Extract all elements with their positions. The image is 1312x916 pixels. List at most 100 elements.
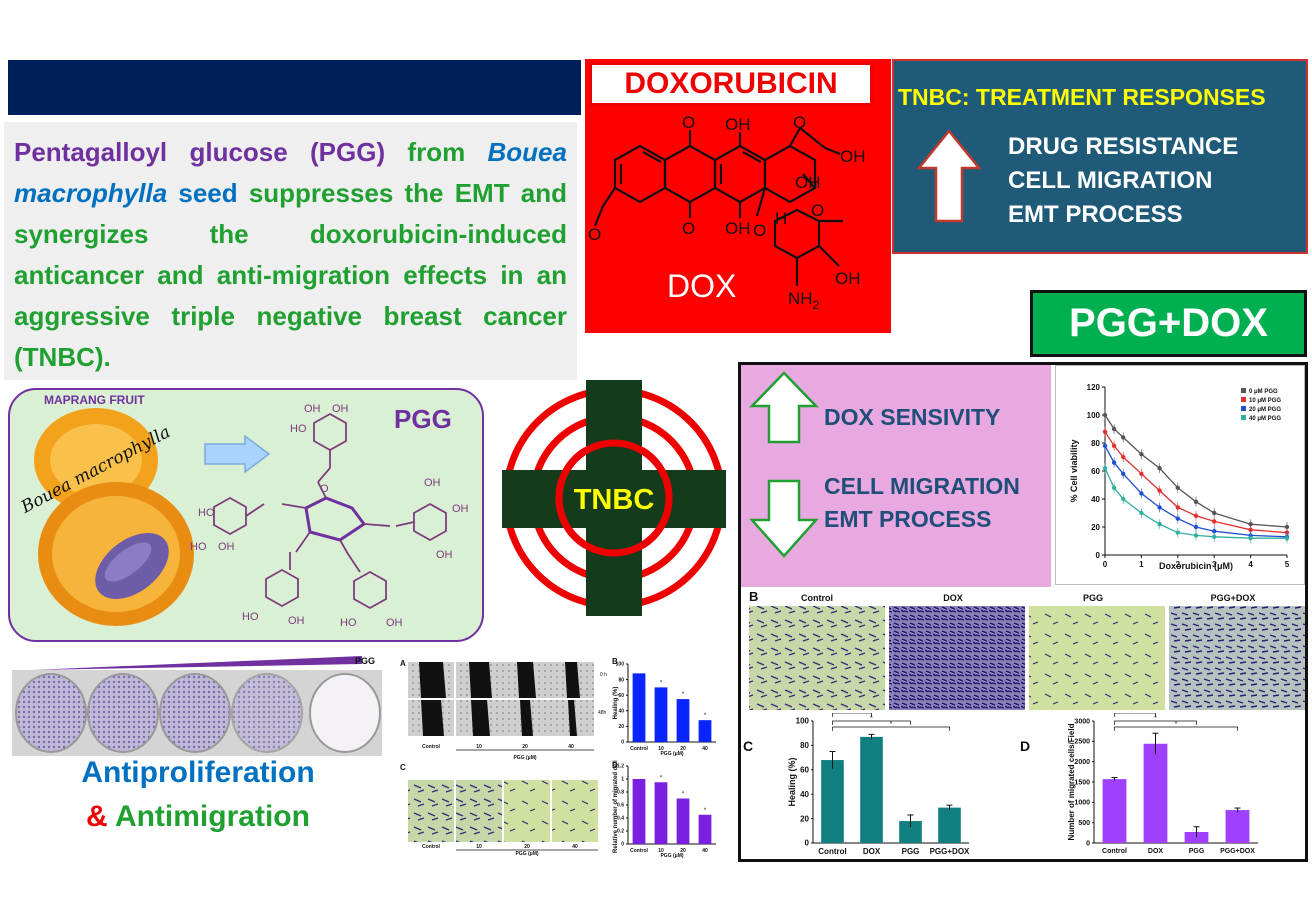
significance-star: *: [1154, 715, 1157, 722]
bar-category-label: Control: [818, 847, 846, 856]
viability-legend-label: 10 μM PGG: [1249, 398, 1281, 404]
bar-y-tick-label: 0: [621, 740, 624, 746]
small-panel-a-letter: A: [400, 659, 406, 668]
bar: [899, 821, 922, 843]
maprang-label: MAPRANG FRUIT: [44, 393, 145, 407]
dox-ring-o: O: [811, 201, 824, 220]
small-panel-b-letter: B: [612, 657, 618, 666]
bar-category-label: 40: [702, 746, 708, 752]
right-arrow-icon: [204, 434, 271, 474]
colony-assay-plates: PGG: [12, 656, 382, 756]
dox-oh-sugar: OH: [835, 269, 861, 288]
transwell-image-pgg: [1029, 606, 1165, 710]
viability-data-point: [1157, 522, 1162, 527]
significance-star: *: [682, 692, 685, 698]
title-box: Pentagalloyl glucose (PGG) from Bouea ma…: [4, 122, 577, 380]
bar-y-tick-label: 500: [1078, 820, 1090, 827]
bar-category-label: Control: [630, 848, 648, 854]
wound-label-10: 10: [476, 744, 482, 750]
bar-y-tick-label: 2500: [1074, 739, 1090, 746]
viability-data-point: [1175, 530, 1180, 535]
dox-amine: NH2: [788, 289, 820, 312]
pgg-oh-8: OH: [386, 617, 403, 629]
bar-y-tick-label: 80: [618, 677, 624, 683]
bar-y-tick-label: 1000: [1074, 800, 1090, 807]
bar-category-label: PGG: [1189, 848, 1205, 855]
dox-abbreviation: DOX: [667, 268, 736, 304]
dox-oh-side: OH: [840, 147, 866, 166]
viability-series-line: [1104, 467, 1287, 539]
viability-data-point: [1121, 454, 1126, 460]
viability-data-point: [1157, 466, 1162, 471]
bar-category-label: 20: [680, 848, 686, 854]
emt-process-label: EMT PROCESS: [824, 506, 992, 532]
small-bar-xlabel: PGG (μM): [660, 853, 683, 859]
viability-data-point: [1111, 485, 1117, 490]
time-label-48h: 48h: [598, 710, 607, 716]
viability-data-point: [1175, 505, 1180, 510]
viability-data-point: [1139, 491, 1144, 496]
viability-y-tick-label: 20: [1091, 523, 1100, 532]
bar-y-tick-label: 0: [1086, 840, 1090, 847]
viability-data-point: [1139, 471, 1144, 476]
pgg-structure: OH OH HO O HO HO OH OH OH OH HO OH HO OH: [190, 403, 469, 629]
pgg-ho-2: HO: [198, 507, 215, 519]
viability-data-point: [1212, 519, 1217, 524]
bar-category-label: PGG: [902, 847, 920, 856]
significance-star: *: [660, 680, 663, 686]
up-arrow-icon: [916, 129, 982, 223]
bar: [1184, 832, 1209, 843]
pgg-o-1: O: [320, 483, 329, 495]
viability-legend-label: 40 μM PGG: [1249, 416, 1281, 422]
header-bar: [8, 60, 581, 115]
bar-y-tick-label: 20: [618, 724, 624, 730]
bar-category-label: Control: [630, 746, 648, 752]
viability-data-point: [1248, 522, 1253, 527]
bar-y-tick-label: 1500: [1074, 779, 1090, 786]
bar-y-tick-label: 40: [800, 790, 809, 799]
bar-y-tick-label: 0.8: [617, 790, 624, 796]
dox-oxygen-top: O: [682, 113, 695, 132]
significance-bracket: [1114, 720, 1197, 725]
viability-legend-label: 20 μM PGG: [1249, 407, 1281, 413]
significance-bracket: [832, 720, 911, 725]
wound-gap: [568, 700, 577, 736]
transwell-label-pgg-dox: PGG+DOX: [1211, 593, 1256, 603]
viability-data-point: [1284, 536, 1290, 541]
dox-ketone-o: O: [793, 113, 806, 132]
viability-chart-frame: [1055, 365, 1305, 585]
bar-y-tick-label: 0: [621, 842, 624, 848]
wound-gap: [471, 700, 490, 736]
viability-y-label: % Cell viability: [1069, 439, 1079, 502]
title-part-seed: seed: [167, 178, 249, 208]
bar-y-tick-label: 0.4: [617, 816, 624, 822]
viability-y-tick-label: 100: [1087, 411, 1101, 420]
transwell-small-label-20: 20: [524, 844, 530, 850]
bar-y-tick-label: 40: [618, 708, 624, 714]
transwell-small-label-40: 40: [572, 844, 578, 850]
significance-star: *: [682, 792, 685, 798]
viability-legend-marker: [1241, 406, 1246, 411]
bar-y-tick-label: 2000: [1074, 759, 1090, 766]
bar: [1225, 810, 1250, 843]
wound-gap: [419, 662, 446, 698]
bar-chart-panel-letter: C: [743, 738, 753, 754]
bar-y-tick-label: 60: [800, 765, 809, 774]
pgg-oh-4: OH: [424, 477, 441, 489]
maprang-fruit-image: [34, 408, 194, 626]
bar: [676, 699, 690, 742]
bar-y-label: Healing (%): [787, 757, 797, 806]
transwell-image-pgg-dox: [1169, 606, 1305, 710]
title-part-pgg: Pentagalloyl glucose (PGG): [14, 137, 386, 167]
wound-label-40: 40: [568, 744, 574, 750]
viability-series-line: [1104, 431, 1288, 534]
ampersand: &: [86, 800, 108, 833]
bar-category-label: Control: [1102, 848, 1127, 855]
transwell-image-control: [749, 606, 885, 710]
viability-data-point: [1175, 485, 1180, 490]
antimigration-label: & Antimigration: [30, 800, 366, 834]
dox-sensitivity-label: DOX SENSIVITY: [824, 404, 1001, 430]
bar-category-label: PGG+DOX: [1220, 848, 1255, 855]
transwell-label-dox: DOX: [943, 593, 963, 603]
